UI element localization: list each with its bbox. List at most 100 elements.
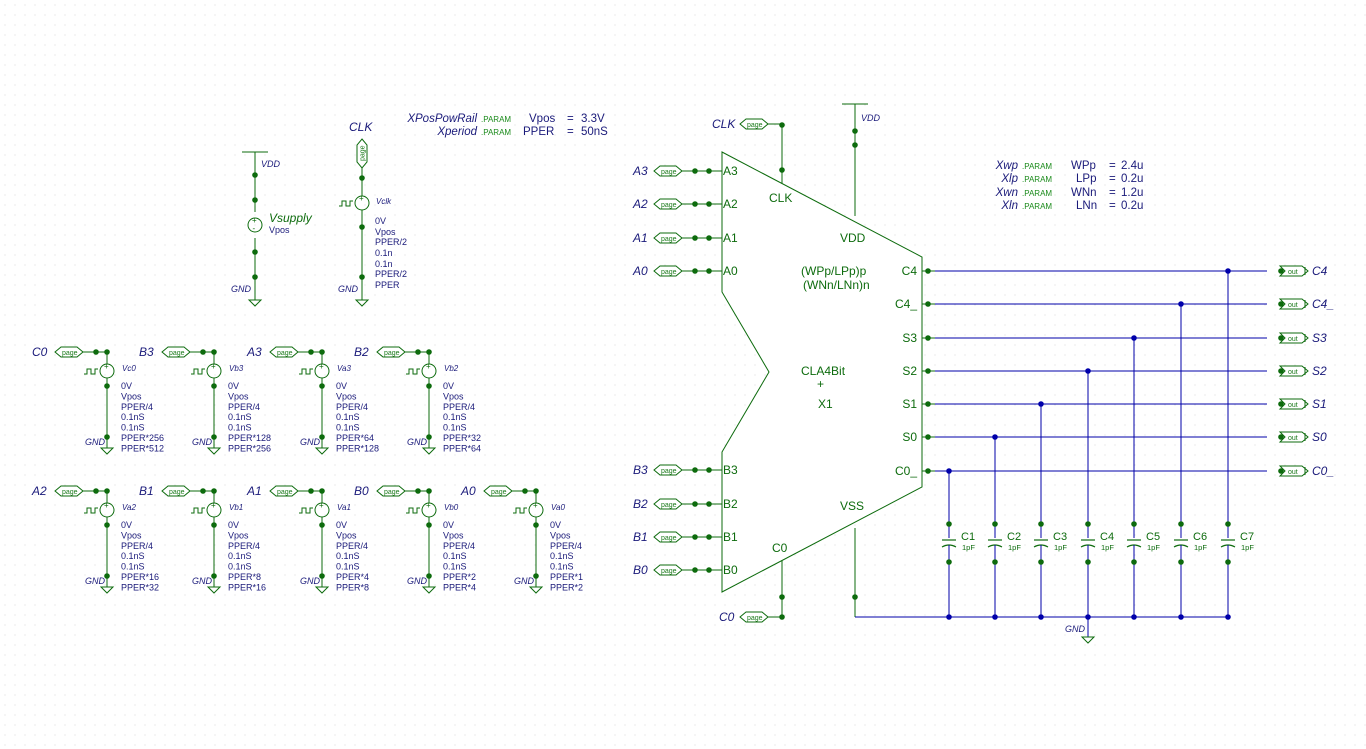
gnd-label: GND (1065, 624, 1086, 634)
svg-text:out: out (1288, 302, 1298, 309)
clk-net-label: CLK (349, 120, 373, 134)
svg-text:page: page (491, 489, 507, 496)
net-label: A0 (460, 484, 476, 498)
svg-text:0.1nS: 0.1nS (121, 412, 145, 422)
svg-text:PPER*32: PPER*32 (443, 433, 481, 443)
pin-label: A2 (723, 197, 738, 211)
param-value: 1.2u (1121, 187, 1143, 199)
vdd-pin-label: VDD (840, 231, 866, 245)
param-kind: .PARAM (481, 115, 511, 124)
svg-text:Vpos: Vpos (550, 530, 571, 540)
svg-text:GND: GND (192, 576, 213, 586)
page-connector-icon: page (653, 498, 683, 510)
vdd-label: VDD (261, 159, 281, 169)
svg-text:PPER/4: PPER/4 (550, 541, 582, 551)
svg-text:page: page (661, 568, 677, 575)
adder-name: CLA4Bit (801, 364, 846, 378)
junction-dot (1085, 559, 1091, 565)
svg-text:0.1nS: 0.1nS (228, 562, 252, 572)
page-connector-icon: page (269, 485, 299, 497)
ground-icon (247, 299, 263, 307)
svg-text:0.1nS: 0.1nS (228, 423, 252, 433)
cla4bit-block[interactable]: (WPp/LPp)p (WNn/LNn)n CLA4Bit + X1 CLK V… (712, 103, 923, 624)
svg-text:PPER*8: PPER*8 (336, 582, 369, 592)
clk-source[interactable]: CLK page + Vclk 0V Vpos PPER/2 0.1n 0.1n… (338, 120, 407, 307)
junction-dot (104, 573, 110, 579)
net-label: S0 (1312, 430, 1327, 444)
ground-icon (354, 299, 370, 307)
svg-text:PPER/4: PPER/4 (228, 402, 260, 412)
junction-dot (925, 434, 931, 440)
net-label: B3 (633, 463, 648, 477)
page-connector-icon: page (653, 464, 683, 476)
svg-text:PPER/2: PPER/2 (375, 269, 407, 279)
param-value: 3.3V (581, 113, 605, 125)
output-connector-icon: out (1278, 431, 1309, 443)
svg-text:0V: 0V (336, 520, 347, 530)
junction-dot (925, 301, 931, 307)
junction-dot (1278, 301, 1284, 307)
svg-text:1pF: 1pF (962, 543, 975, 552)
svg-text:PPER/4: PPER/4 (228, 541, 260, 551)
pin-label: C0_ (895, 464, 917, 478)
junction-dot (692, 168, 698, 174)
svg-text:0.1nS: 0.1nS (443, 412, 467, 422)
junction-dot (1038, 401, 1044, 407)
page-connector-icon: page (161, 346, 191, 358)
pin-label: B0 (723, 563, 738, 577)
svg-text:+: + (104, 362, 109, 371)
svg-text:0.1nS: 0.1nS (336, 551, 360, 561)
svg-text:+: + (211, 362, 216, 371)
param-key: PPER (523, 126, 554, 138)
svg-text:0V: 0V (228, 520, 239, 530)
svg-text:out: out (1288, 336, 1298, 343)
junction-dot (1038, 614, 1044, 620)
svg-text:C4: C4 (1100, 531, 1114, 543)
junction-dot (706, 168, 712, 174)
svg-text:Vpos: Vpos (443, 391, 464, 401)
junction-dot (1178, 559, 1184, 565)
page-connector-icon: page (739, 611, 769, 623)
svg-text:page: page (277, 489, 293, 496)
junction-dot (946, 468, 952, 474)
adder-param-p: (WPp/LPp)p (801, 264, 867, 278)
junction-dot (925, 468, 931, 474)
junction-dot (706, 235, 712, 241)
svg-text:0.1nS: 0.1nS (336, 423, 360, 433)
vsupply-source[interactable]: VDD + - Vsupply Vpos GND (231, 151, 313, 307)
ground-icon (1080, 636, 1096, 644)
